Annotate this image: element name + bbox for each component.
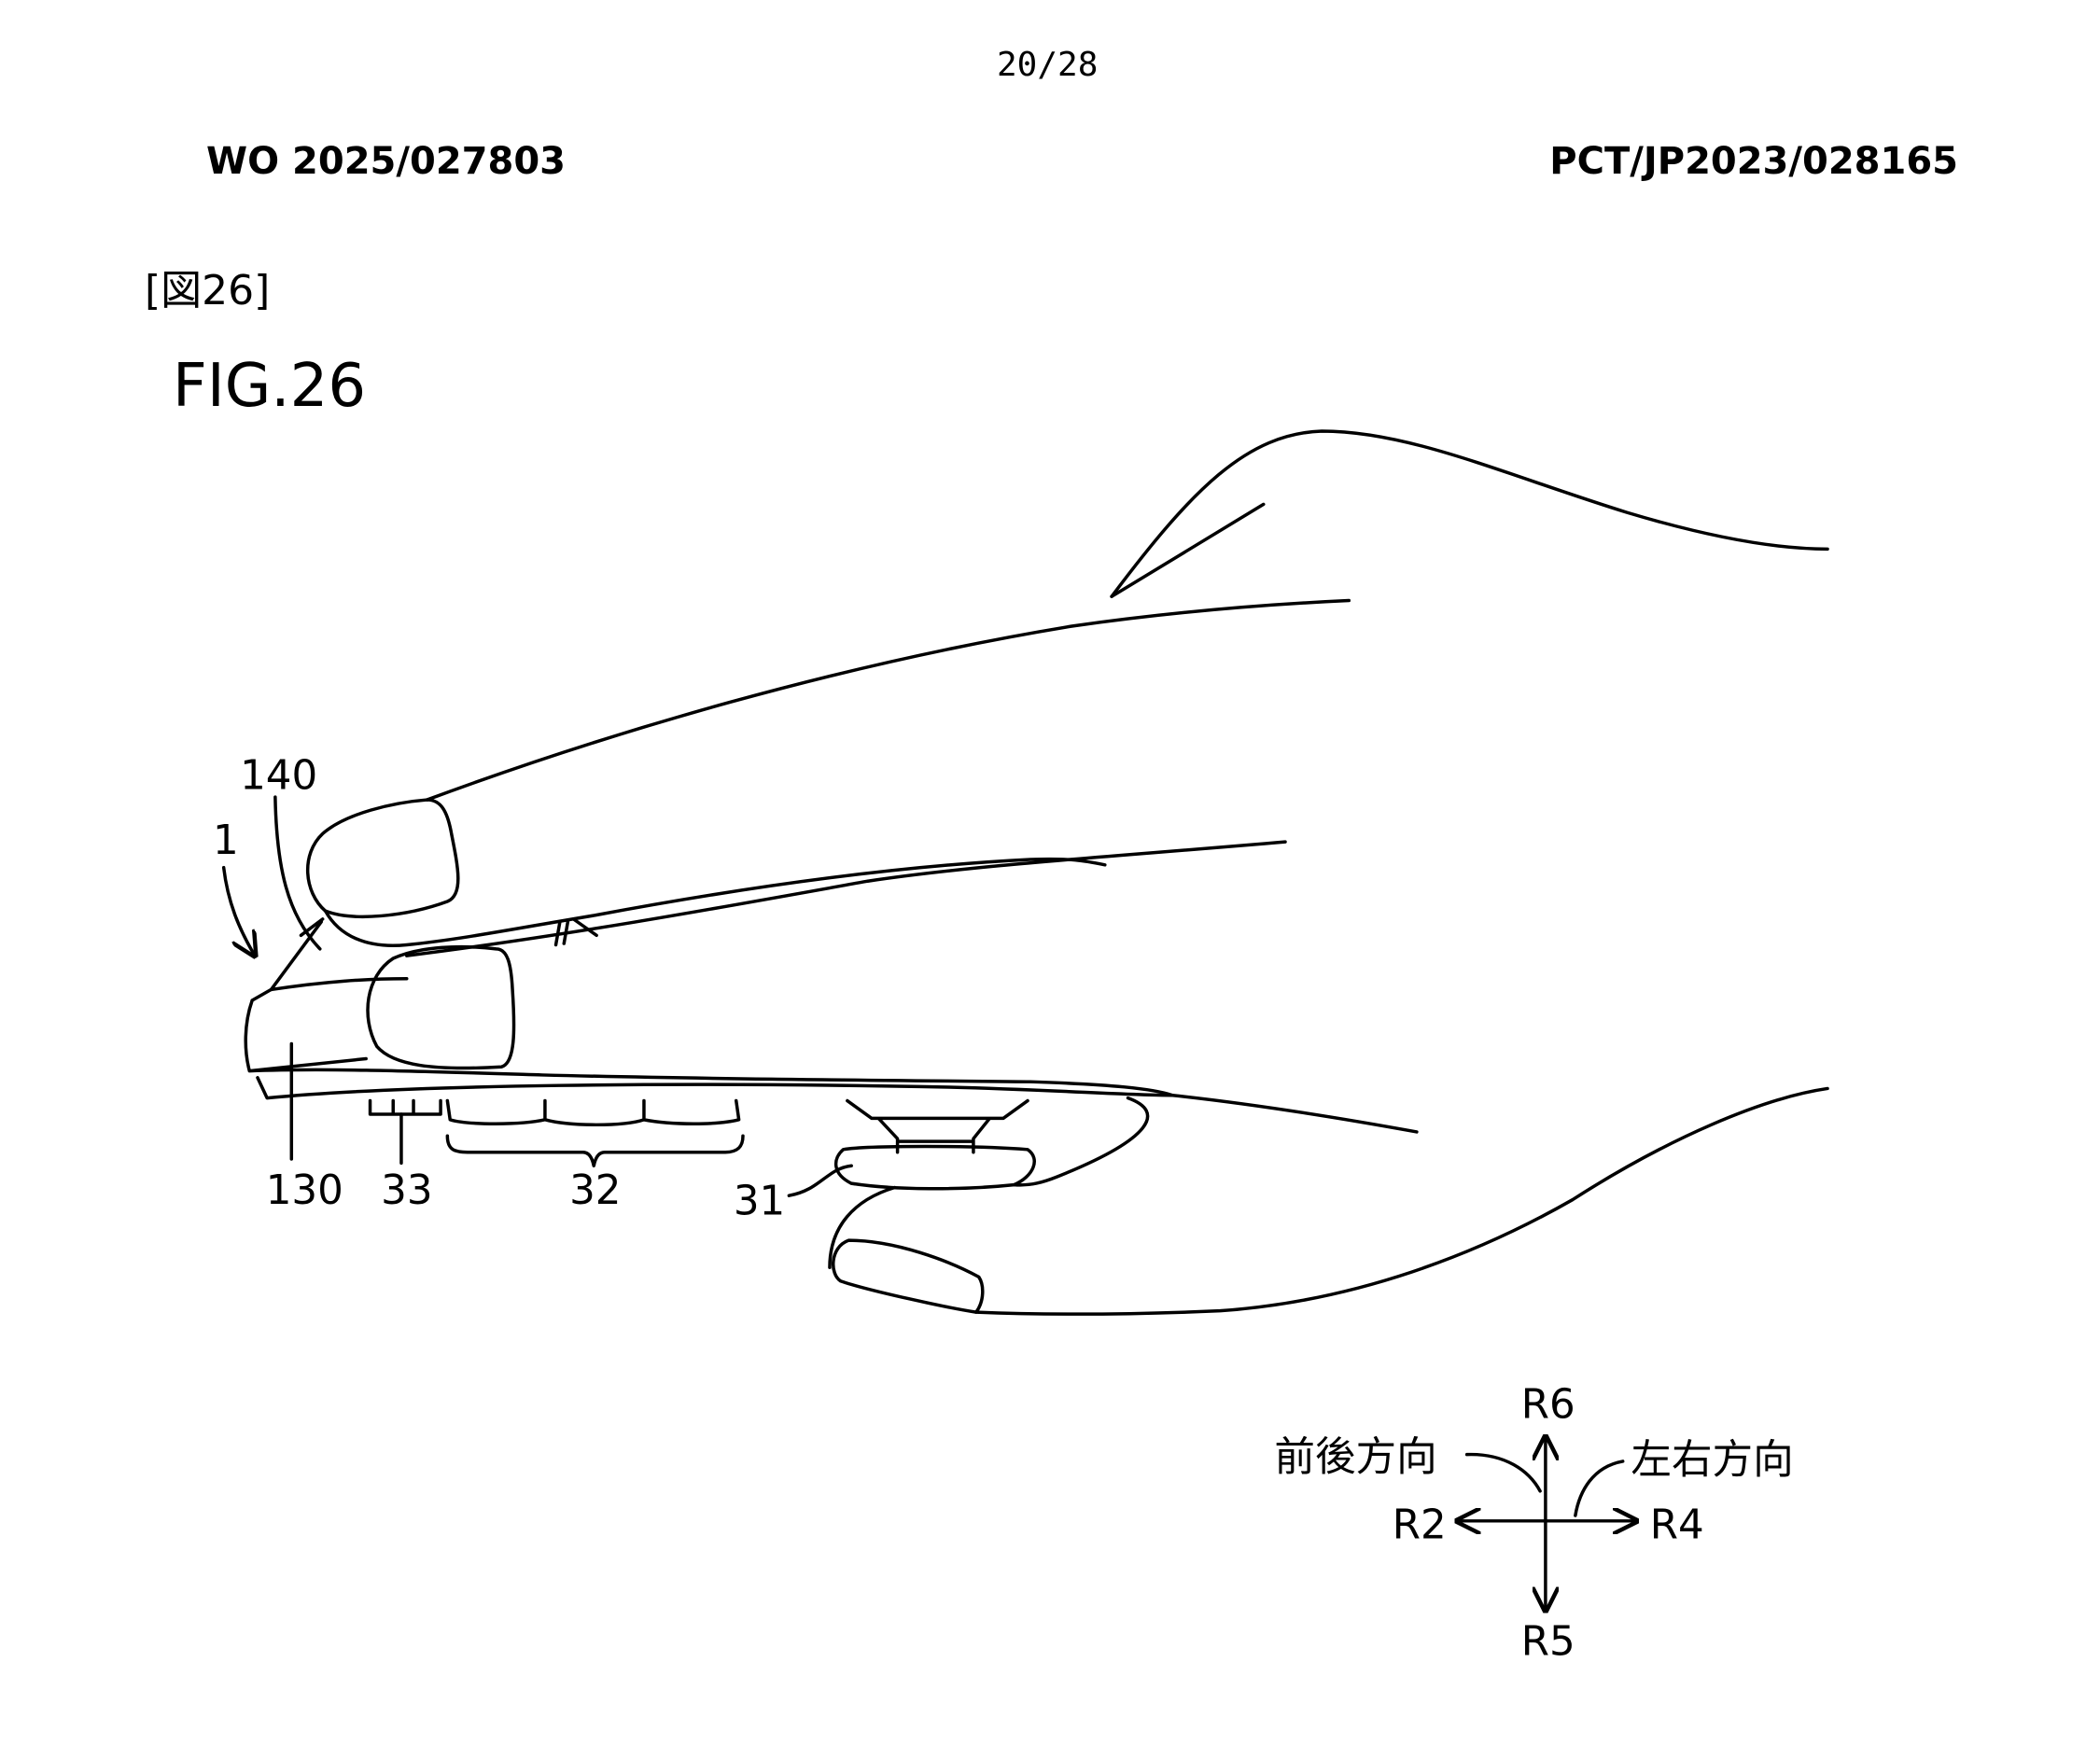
figure-label-jp: [図26] [145, 267, 271, 314]
direction-r2: R2 [1393, 1502, 1447, 1549]
finger-gap-lines [553, 917, 598, 947]
lower-fingertip [366, 944, 516, 1070]
bracket-32 [445, 1134, 745, 1167]
application-number: PCT/JP2023/028165 [1549, 140, 1958, 183]
upper-finger-underside [323, 857, 1107, 947]
hand-lower-right [974, 1086, 1829, 1316]
label-1: 1 [213, 817, 239, 864]
left-right-label: 左右方向 [1631, 1437, 1793, 1484]
label-33: 33 [381, 1167, 432, 1214]
label-140: 140 [240, 752, 317, 799]
direction-r6: R6 [1521, 1381, 1575, 1428]
label-32: 32 [569, 1167, 621, 1214]
direction-r5: R5 [1521, 1619, 1575, 1666]
device-body [244, 977, 1175, 1097]
buttons-32 [445, 1098, 741, 1127]
direction-r4: R4 [1650, 1502, 1704, 1549]
joystick-cap [834, 1144, 1036, 1191]
upper-fingertip [305, 798, 460, 918]
index-finger-top [425, 598, 1351, 802]
arrow-1 [221, 865, 255, 956]
leader-140 [273, 795, 322, 951]
joystick-stem [846, 1098, 1029, 1154]
hand-crease [1110, 502, 1266, 598]
leader-31 [787, 1164, 853, 1197]
leader-front-back [1464, 1452, 1542, 1493]
page-number: 20/28 [997, 46, 1099, 84]
hand-back-outline [1110, 429, 1829, 598]
publication-number: WO 2025/027803 [206, 140, 566, 183]
thumb [828, 1185, 985, 1314]
middle-finger-top [405, 840, 1287, 957]
device-bottom [256, 1076, 1175, 1100]
front-back-label: 前後方向 [1274, 1434, 1436, 1481]
figure-label-en: FIG.26 [173, 352, 367, 421]
device-top-edge [269, 917, 325, 992]
label-31: 31 [734, 1179, 785, 1225]
hand-bottom-line [1170, 1093, 1419, 1134]
button-33 [368, 1098, 442, 1116]
label-130: 130 [266, 1167, 343, 1214]
leader-left-right [1574, 1460, 1625, 1517]
